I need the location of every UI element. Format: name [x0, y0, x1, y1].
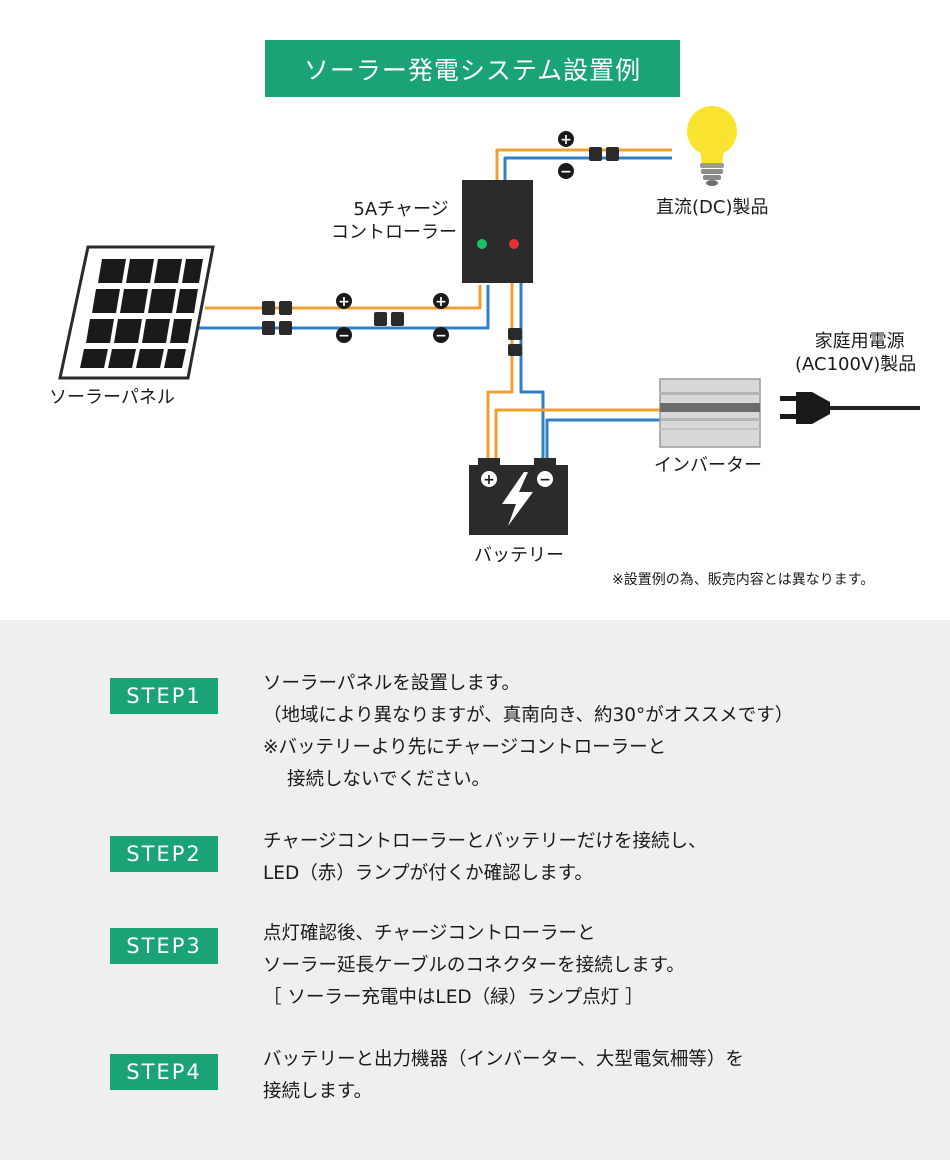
step2-line: LED（赤）ランプが付くか確認します。 — [263, 863, 593, 884]
svg-text:+: + — [338, 294, 350, 310]
step3-line: ソーラー延長ケーブルのコネクターを接続します。 — [263, 955, 685, 976]
polarity-markers: + − + − + − — [336, 131, 574, 344]
household-power-line2: (AC100V)製品 — [795, 353, 917, 375]
disclaimer-note: ※設置例の為、販売内容とは異なります。 — [612, 572, 875, 588]
minus-circle-icon: − — [336, 327, 352, 344]
connector-solar-neg-b — [279, 321, 292, 335]
svg-text:+: + — [435, 294, 447, 310]
minus-circle-icon: − — [558, 163, 574, 180]
connector-solar-pos-b — [279, 301, 292, 315]
connector-battery-b — [508, 344, 522, 356]
step3-badge: STEP3 — [110, 928, 218, 964]
charge-controller — [462, 180, 533, 283]
solar-panel-cells — [80, 259, 203, 368]
household-power-label: 家庭用電源 (AC100V)製品 — [795, 331, 916, 376]
plus-circle-icon: + — [481, 471, 497, 488]
step4-line: 接続します。 — [263, 1081, 373, 1102]
controller-label: 5Aチャージ コントローラー — [331, 199, 457, 244]
light-bulb-icon — [687, 106, 737, 186]
step4-badge: STEP4 — [110, 1054, 218, 1090]
wiring-diagram: + − + − + − — [58, 106, 920, 535]
step3-line: ［ ソーラー充電中はLED（緑）ランプ点灯 ］ — [263, 987, 644, 1008]
diagram-title: ソーラー発電システム設置例 — [265, 40, 680, 97]
connector-battery-a — [508, 328, 522, 340]
dc-product-label: 直流(DC)製品 — [656, 197, 769, 218]
wire-solar-negative — [195, 285, 490, 330]
connector-solar-neg-a — [262, 321, 275, 335]
svg-text:−: − — [560, 164, 572, 180]
step2-text: チャージコントローラーとバッテリーだけを接続し、 LED（赤）ランプが付くか確認… — [263, 826, 923, 890]
step2-line: チャージコントローラーとバッテリーだけを接続し、 — [263, 831, 707, 852]
step1-badge: STEP1 — [110, 678, 218, 714]
step1-line: ※バッテリーより先にチャージコントローラーと — [263, 737, 667, 758]
step1-text: ソーラーパネルを設置します。 （地域により異なりますが、真南向き、約30°がオス… — [263, 668, 923, 796]
svg-text:+: + — [560, 132, 572, 148]
battery-label: バッテリー — [474, 545, 564, 566]
svg-text:−: − — [338, 328, 350, 344]
household-power-line1: 家庭用電源 — [814, 331, 905, 352]
plus-circle-icon: + — [558, 131, 574, 148]
controller-label-line2: コントローラー — [331, 221, 457, 243]
wire-solar-positive — [205, 285, 482, 310]
connector-solar-pos-a — [262, 301, 275, 315]
svg-text:+: + — [483, 472, 495, 488]
inverter — [659, 378, 761, 448]
power-plug-icon — [780, 392, 830, 424]
step1-line: ソーラーパネルを設置します。 — [263, 673, 520, 694]
wire-battery-negative — [519, 283, 545, 462]
connectors — [262, 147, 619, 356]
wire-dc-negative — [503, 156, 672, 180]
minus-circle-icon: − — [537, 471, 553, 488]
battery-terminal-neg — [534, 458, 556, 466]
wire-inverter-positive — [494, 408, 660, 462]
led-red — [509, 239, 519, 249]
connector-dc-a — [589, 147, 602, 161]
svg-text:−: − — [435, 328, 447, 344]
wire-battery-positive — [486, 283, 514, 462]
connector-extension-a — [374, 312, 387, 326]
step3-text: 点灯確認後、チャージコントローラーと ソーラー延長ケーブルのコネクターを接続しま… — [263, 918, 923, 1014]
step2-badge: STEP2 — [110, 836, 218, 872]
plus-circle-icon: + — [336, 293, 352, 310]
step3-line: 点灯確認後、チャージコントローラーと — [263, 923, 596, 944]
connector-extension-b — [391, 312, 404, 326]
solar-panel — [58, 245, 215, 380]
step4-text: バッテリーと出力機器（インバーター、大型電気柵等）を 接続します。 — [263, 1044, 923, 1108]
solar-panel-label: ソーラーパネル — [49, 387, 175, 408]
wire-inverter-negative — [545, 418, 660, 462]
inverter-label: インバーター — [654, 455, 762, 476]
step4-line: バッテリーと出力機器（インバーター、大型電気柵等）を — [263, 1049, 744, 1070]
inverter-body — [659, 378, 761, 448]
lightning-bolt-icon — [502, 472, 533, 526]
plus-circle-icon: + — [433, 293, 449, 310]
connector-dc-b — [606, 147, 619, 161]
controller-label-line1: 5Aチャージ — [353, 199, 449, 220]
step1-line: （地域により異なりますが、真南向き、約30°がオススメです） — [263, 705, 794, 726]
step1-line: 接続しないでください。 — [287, 769, 490, 790]
battery: + − — [469, 458, 568, 535]
charge-controller-body — [462, 180, 533, 283]
battery-terminal-pos — [478, 458, 500, 466]
svg-text:−: − — [539, 472, 551, 488]
wire-dc-positive — [495, 148, 672, 180]
led-green — [477, 239, 487, 249]
minus-circle-icon: − — [433, 327, 449, 344]
